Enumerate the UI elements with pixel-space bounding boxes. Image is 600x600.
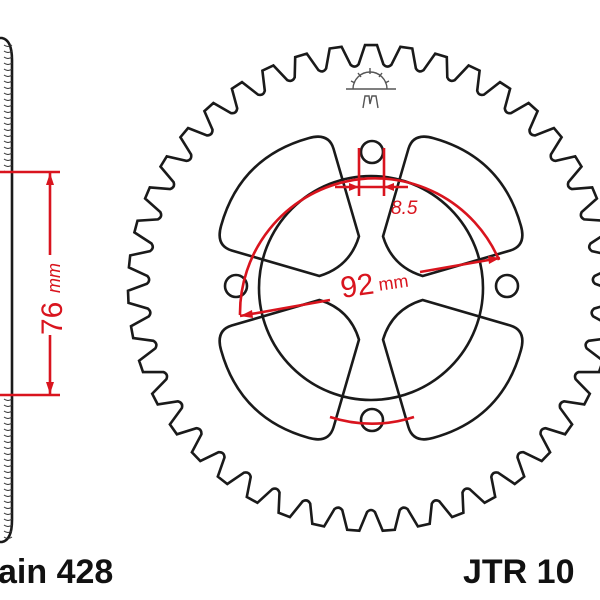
hatch-mark [3,518,13,521]
bolt-hole-left [223,273,249,299]
hatch-mark [3,506,13,509]
hatch-mark [3,140,13,143]
hatch-mark [3,44,13,47]
hub-diameter-unit: mm [44,263,64,293]
hatch-mark [3,536,13,539]
sprocket-teeth [126,43,600,533]
hatch-mark [3,488,13,491]
brand-logo-icon [346,68,396,109]
sprocket [126,43,600,533]
hatch-mark [3,494,13,497]
hatch-mark [3,68,13,71]
hub-diameter-value: 76 [36,302,69,335]
hatch-mark [3,86,13,89]
center-bore [257,174,485,402]
bolt-hole-top [359,139,385,165]
hatch-mark [3,404,13,407]
hatch-mark [3,104,13,107]
lightening-window [218,135,361,278]
hatch-mark [3,110,13,113]
hatch-mark [3,470,13,473]
hatch-mark [3,422,13,425]
hatch-mark [3,116,13,119]
bolt-hole-bottom [359,407,385,433]
hatch-mark [3,398,13,401]
hatch-mark [3,458,13,461]
hatch-mark [3,524,13,527]
arrowhead-up [46,173,54,185]
hatch-mark [3,446,13,449]
hatch-mark [3,152,13,155]
pcd-dimension: 92 mm [238,177,501,425]
hatch-mark [3,98,13,101]
hatch-mark [3,440,13,443]
pcd-value: 92 [338,268,376,305]
lightening-windows [218,135,524,441]
pcd-arc-top [238,177,501,316]
chain-size-label: ain 428 [0,553,114,591]
hatch-mark [3,416,13,419]
bolt-hole-right [494,273,520,299]
hatch-mark [3,122,13,125]
hatch-mark [3,164,13,167]
lightening-window [218,298,361,441]
hatch-mark [3,464,13,467]
hatch-mark [3,50,13,53]
hatch-mark [3,74,13,77]
hatch-mark [3,500,13,503]
hatch-mark [3,92,13,95]
hatch-mark [3,158,13,161]
hatch-mark [3,62,13,65]
hatch-mark [3,452,13,455]
hatch-mark [3,134,13,137]
hatch-mark [3,128,13,131]
lightening-window [381,135,524,278]
hatch-mark [3,428,13,431]
lightening-window [381,298,524,441]
hatch-mark [3,482,13,485]
part-number-label: JTR 10 [463,553,575,591]
pcd-unit: mm [377,271,409,295]
side-profile: 76 mm [0,36,69,544]
profile-hatching [3,44,13,539]
hatch-mark [3,512,13,515]
arrowhead-down [46,382,54,394]
bolt-hole-dimension: 8.5 [335,148,418,219]
hatch-mark [3,56,13,59]
hatch-mark [3,146,13,149]
bolt-hole-value: 8.5 [391,198,418,219]
pcd-arc-bottom [329,415,415,425]
hatch-mark [3,410,13,413]
hatch-mark [3,434,13,437]
hatch-mark [3,530,13,533]
hatch-mark [3,80,13,83]
hatch-mark [3,476,13,479]
